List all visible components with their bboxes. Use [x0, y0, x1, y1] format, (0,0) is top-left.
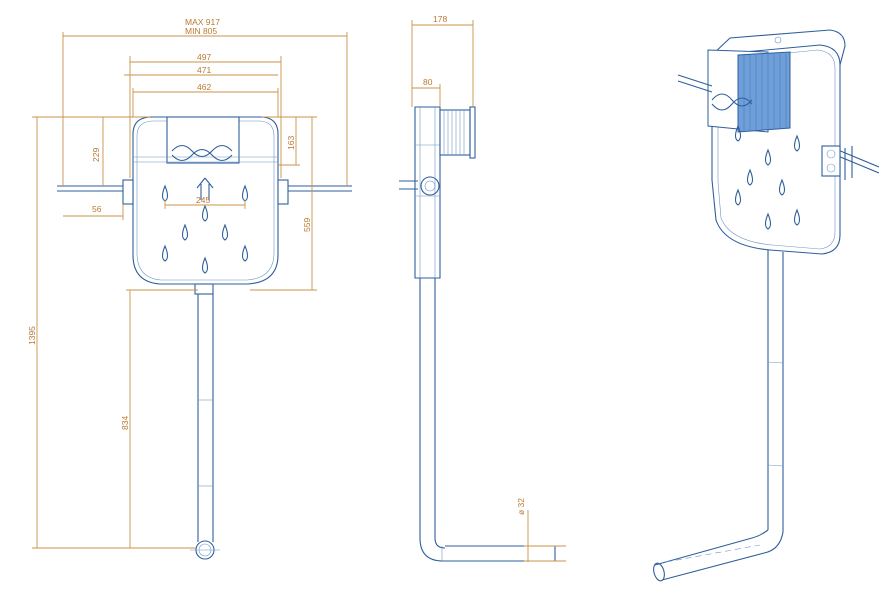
wave-logo-icon	[171, 144, 233, 162]
iso-water-drops-icon	[734, 124, 801, 230]
front-view	[57, 116, 352, 560]
dim-56: 56	[92, 204, 102, 214]
dim-834: 834	[120, 416, 130, 430]
side-cistern-body	[414, 106, 441, 279]
water-drops-icon	[161, 184, 249, 274]
dim-471: 471	[197, 65, 211, 75]
dim-178: 178	[433, 14, 447, 24]
iso-cistern-body	[711, 44, 841, 255]
arrow-up-icon	[196, 177, 214, 200]
dim-max-917: MAX 917	[185, 17, 220, 27]
dim-559: 559	[302, 218, 312, 232]
cistern-body-outline	[132, 116, 279, 285]
dim-229: 229	[91, 148, 101, 162]
dim-462: 462	[197, 82, 211, 92]
dim-1395: 1395	[27, 326, 37, 345]
side-panel-collar	[439, 109, 471, 156]
dim-diameter-32: ø 32	[516, 498, 526, 515]
iso-front-panel	[707, 49, 791, 133]
dim-497: 497	[197, 52, 211, 62]
side-mechanism	[420, 176, 440, 196]
cistern-inner-outline	[136, 120, 275, 281]
iso-wave-icon	[711, 93, 753, 111]
dim-80: 80	[423, 77, 433, 87]
iso-outlet-pipe	[654, 537, 753, 566]
side-dimensions: 178 80 ø 32	[411, 14, 566, 562]
side-view	[399, 106, 556, 562]
isometric-view	[653, 29, 879, 582]
iso-left-rail	[677, 74, 713, 87]
dim-245: 245	[196, 195, 210, 205]
dim-min-805: MIN 805	[185, 26, 217, 36]
front-dimensions: MAX 917 MIN 805 497 471 462 229 163 559 …	[27, 17, 348, 549]
access-panel	[166, 116, 240, 164]
dim-163: 163	[286, 136, 296, 150]
